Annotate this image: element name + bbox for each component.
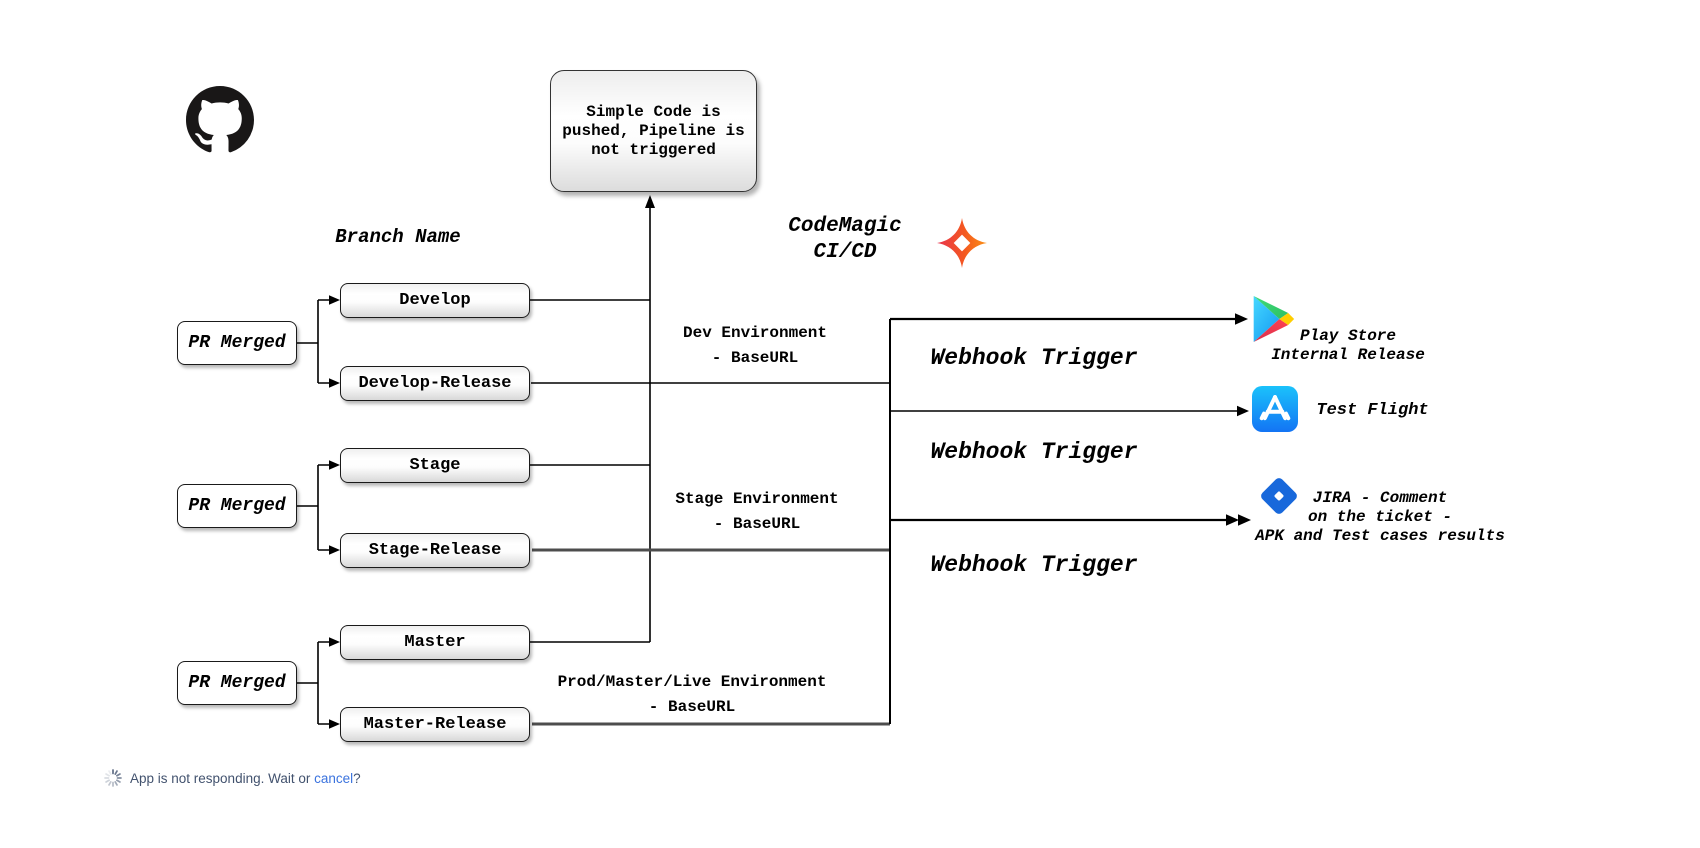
pr3-elbow bbox=[297, 641, 330, 725]
branch-master-box: Master bbox=[340, 625, 530, 660]
play-store-icon bbox=[1250, 294, 1296, 344]
dev-environment-label: Dev Environment - BaseURL bbox=[640, 321, 870, 371]
note-line-3: not triggered bbox=[591, 140, 716, 159]
branch-master-release-label: Master-Release bbox=[363, 715, 507, 734]
stage-env-line2: - BaseURL bbox=[713, 515, 801, 533]
branch-develop-box: Develop bbox=[340, 283, 530, 318]
no-trigger-bus bbox=[530, 207, 651, 643]
pr-merged-label-3: PR Merged bbox=[188, 673, 286, 693]
branch-master-release-box: Master-Release bbox=[340, 707, 530, 742]
webhook-trigger-label-2: Webhook Trigger bbox=[930, 439, 1138, 465]
app-store-icon bbox=[1252, 386, 1298, 432]
webhook-trigger-label-3: Webhook Trigger bbox=[930, 552, 1138, 578]
branch-stage-release-label: Stage-Release bbox=[368, 541, 502, 560]
pr-merged-label-1: PR Merged bbox=[188, 333, 286, 353]
status-message: App is not responding. Wait or cancel? bbox=[130, 771, 361, 786]
up-arrowhead bbox=[645, 195, 655, 208]
pipeline-note-box: Simple Code is pushed, Pipeline is not t… bbox=[550, 70, 757, 192]
test-flight-label: Test Flight bbox=[1316, 401, 1429, 420]
stage-environment-label: Stage Environment - BaseURL bbox=[642, 487, 872, 537]
jira-label-line1: JIRA - Comment bbox=[1312, 489, 1448, 507]
webhook-trigger-label-1: Webhook Trigger bbox=[930, 345, 1138, 371]
app-not-responding-banner: App is not responding. Wait or cancel? bbox=[103, 766, 361, 790]
branch-stage-label: Stage bbox=[409, 456, 461, 475]
status-suffix: ? bbox=[353, 770, 361, 786]
pr-merged-label-2: PR Merged bbox=[188, 496, 286, 516]
prod-environment-label: Prod/Master/Live Environment - BaseURL bbox=[540, 670, 844, 720]
jira-label-line2: on the ticket - bbox=[1307, 508, 1453, 526]
jira-label: JIRA - Comment on the ticket - APK and T… bbox=[1240, 489, 1520, 546]
play-store-label-line1: Play Store bbox=[1299, 327, 1396, 345]
branch-stage-box: Stage bbox=[340, 448, 530, 483]
pr-merged-box-1: PR Merged bbox=[177, 321, 297, 365]
pr-merged-box-2: PR Merged bbox=[177, 484, 297, 528]
note-line-1: Simple Code is bbox=[586, 102, 721, 121]
pr2-elbow bbox=[297, 464, 330, 551]
prod-env-line1: Prod/Master/Live Environment bbox=[557, 673, 827, 691]
pr1-elbow bbox=[297, 299, 330, 384]
jira-label-line3: APK and Test cases results bbox=[1255, 527, 1505, 545]
playstore-arrowhead bbox=[1235, 313, 1248, 325]
spinner-icon bbox=[103, 768, 123, 788]
prod-env-line2: - BaseURL bbox=[648, 698, 736, 716]
jira-arrowhead-1 bbox=[1226, 514, 1239, 526]
github-icon bbox=[186, 86, 254, 154]
codemagic-icon bbox=[936, 217, 988, 269]
note-line-2: pushed, Pipeline is bbox=[562, 121, 745, 140]
codemagic-heading-line2: CI/CD bbox=[813, 241, 877, 264]
jira-icon bbox=[1253, 468, 1305, 524]
branch-develop-release-box: Develop-Release bbox=[340, 366, 530, 401]
play-store-label-line2: Internal Release bbox=[1271, 346, 1425, 364]
cancel-link[interactable]: cancel bbox=[314, 770, 354, 786]
dev-env-line2: - BaseURL bbox=[711, 349, 799, 367]
branch-name-heading: Branch Name bbox=[335, 226, 461, 248]
play-store-label: Play Store Internal Release bbox=[1258, 327, 1438, 365]
testflight-arrowhead bbox=[1237, 405, 1249, 417]
branch-develop-label: Develop bbox=[399, 291, 471, 310]
branch-stage-release-box: Stage-Release bbox=[340, 533, 530, 568]
codemagic-heading-line1: CodeMagic bbox=[788, 215, 902, 238]
branch-master-label: Master bbox=[404, 633, 466, 652]
stage-env-line1: Stage Environment bbox=[675, 490, 839, 508]
jira-arrowhead-2 bbox=[1238, 514, 1251, 526]
dev-env-line1: Dev Environment bbox=[682, 324, 828, 342]
branch-develop-release-label: Develop-Release bbox=[358, 374, 512, 393]
codemagic-heading: CodeMagic CI/CD bbox=[745, 214, 945, 266]
pr-merged-box-3: PR Merged bbox=[177, 661, 297, 705]
status-message-text: App is not responding. Wait or bbox=[130, 770, 315, 786]
